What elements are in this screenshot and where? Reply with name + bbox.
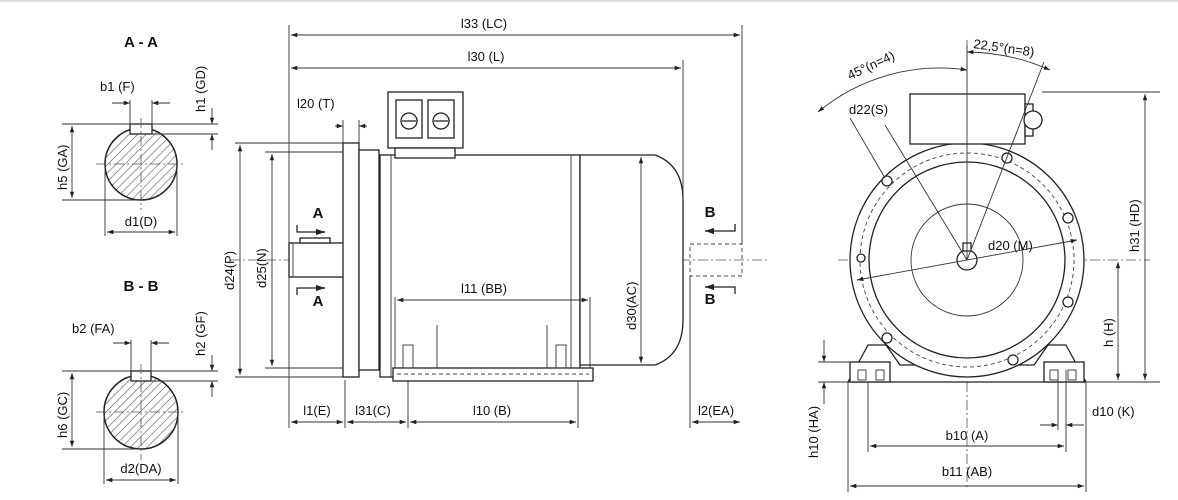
l30-label: l30 (L): [468, 49, 505, 64]
section-b-b: B - B b2 (FA) h2 (GF) h6 (GC) d2(DA): [55, 278, 218, 484]
bolt-hole: [1062, 212, 1074, 224]
l33-label: l33 (LC): [461, 16, 507, 31]
d22-label: d22(S): [849, 102, 888, 117]
d10-label: d10 (K): [1092, 404, 1135, 419]
flange: [342, 142, 360, 378]
bolt-hole: [1007, 354, 1019, 366]
front-cable-gland: [1023, 110, 1043, 130]
l11-label: l11 (BB): [461, 281, 507, 296]
mounting-feet: [392, 367, 594, 382]
bolt-hole: [881, 332, 893, 344]
d30-label: d30(AC): [624, 282, 639, 330]
d25-label: d25(N): [254, 248, 269, 288]
side-view: l20 (T) l33 (LC) l30 (L): [222, 16, 770, 428]
h5-label: h5 (GA): [55, 144, 70, 190]
h2-label: h2 (GF): [193, 311, 208, 356]
l10-label: l10 (B): [473, 403, 511, 418]
h-label: h (H): [1101, 318, 1116, 347]
cut-a-top: A: [313, 205, 324, 222]
shaft-drive-end: [288, 242, 352, 278]
b11-label: b11 (AB): [942, 464, 992, 479]
bolt-hole: [856, 253, 866, 263]
fan-cover: [579, 154, 684, 366]
cut-b-bottom: B: [705, 291, 716, 308]
b1-label: b1 (F): [100, 79, 135, 94]
h10-label: h10 (HA): [806, 406, 821, 458]
d1-label: d1(D): [125, 214, 158, 229]
l1-label: l1(E): [303, 403, 330, 418]
bolt-hole: [1062, 296, 1074, 308]
section-a-title: A - A: [124, 34, 158, 51]
b10-label: b10 (A): [946, 428, 989, 443]
cut-a-bottom: A: [313, 293, 324, 310]
flange-spigot: [358, 149, 380, 371]
b2-label: b2 (FA): [72, 321, 115, 336]
front-terminal-box: [909, 93, 1026, 145]
motor-body: [379, 154, 581, 378]
shaft-key: [299, 237, 331, 244]
d24-label: d24(P): [222, 251, 237, 290]
d2-label: d2(DA): [120, 461, 161, 476]
l2-label: l2(EA): [698, 403, 734, 418]
cut-b-top: B: [705, 204, 716, 221]
section-b-title: B - B: [124, 278, 159, 295]
front-view: 45°(n=4) 22,5°(n=8) d22(S) d20 (M) h31 (…: [806, 36, 1160, 492]
d20-label: d20 (M): [988, 238, 1033, 253]
h1-label: h1 (GD): [193, 66, 208, 112]
l20-label: l20 (T): [297, 96, 335, 111]
l31-label: l31(C): [355, 403, 390, 418]
h6-label: h6 (GC): [55, 392, 70, 438]
angle-45-label: 45°(n=4): [845, 48, 897, 83]
bolt-hole: [881, 175, 893, 187]
section-a-a: A - A b1 (F) h1 (GD) h5 (GA) d1(D): [55, 34, 218, 236]
h31-label: h31 (HD): [1127, 199, 1142, 252]
